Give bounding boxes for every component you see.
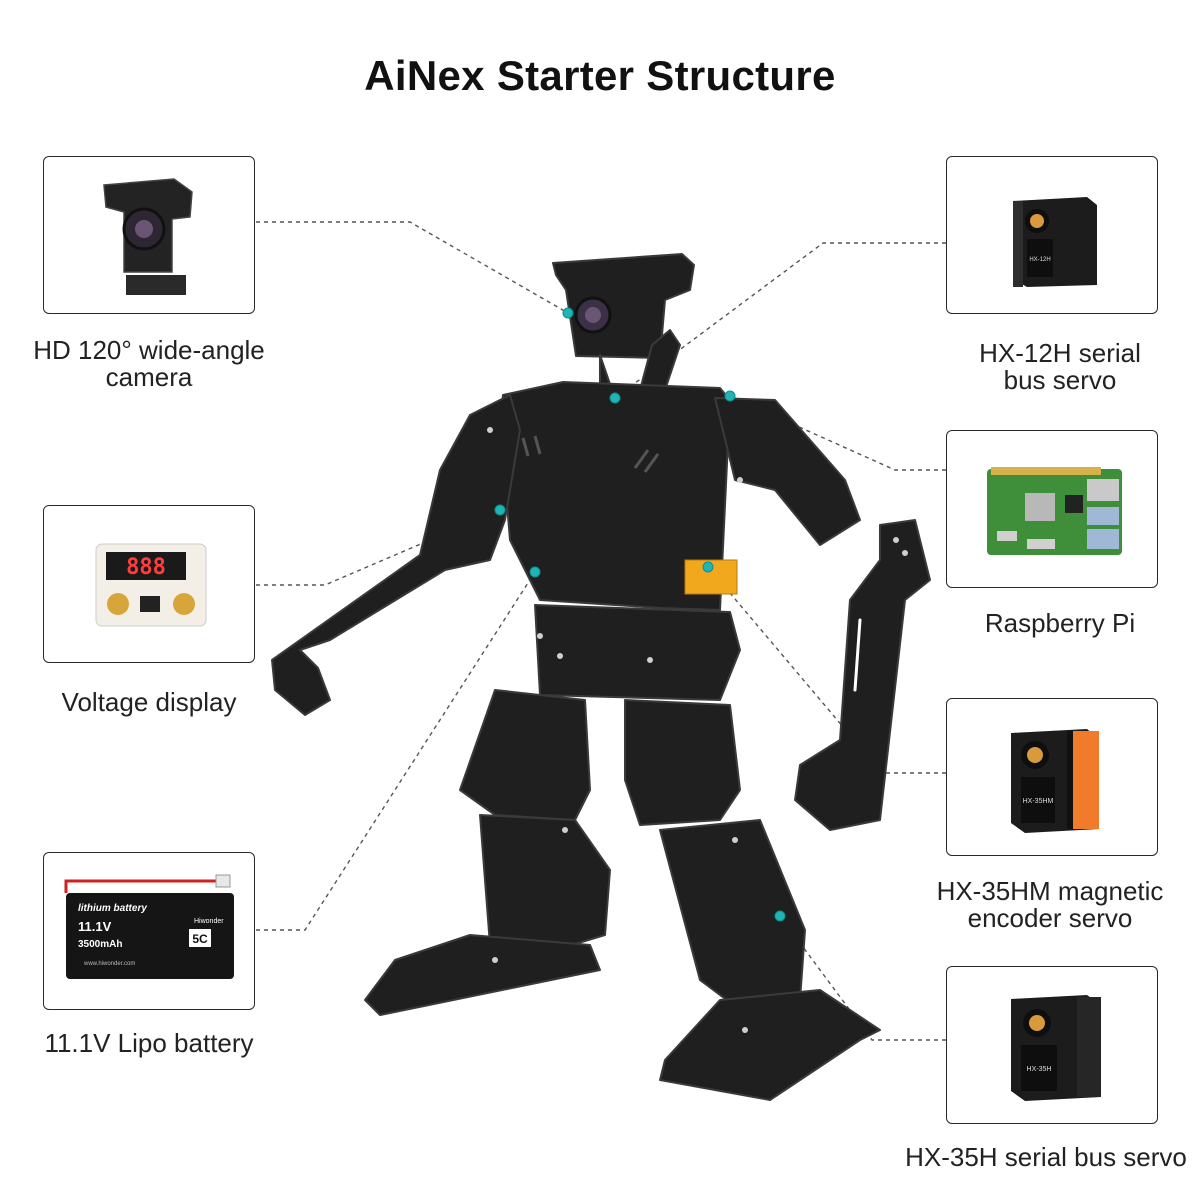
robot-left-thigh [459,689,591,821]
voltage-display-icon: 888 [95,543,207,627]
page-title: AiNex Starter Structure [364,52,836,99]
camera-label: HD 120° wide-angle camera [20,337,278,391]
robot-right-thigh [624,699,741,826]
servo-icon: HX-12H [1013,197,1097,287]
servo-35h-card: HX-35H [946,966,1158,1124]
camera-label-line2: camera [105,362,193,392]
servo-35hm-label-line1: HX-35HM magnetic [936,876,1164,906]
battery-site: www.hiwonder.com [83,961,135,967]
battery-capacity: 3500mAh [78,939,122,950]
robot-right-arm-lower [794,519,931,831]
robot-hips [534,604,741,701]
lipo-battery-icon: lithium battery 11.1V 3500mAh Hiwonder 5… [64,874,234,979]
servo-icon: HX-35H [1011,995,1101,1101]
leader-servo-35h [779,915,946,1041]
servo-12h-label: HX-12H serial bus servo [925,340,1195,394]
voltage-digits: 888 [126,555,166,580]
battery-brand: lithium battery [78,903,147,914]
robot-left-shin [479,814,611,951]
camera-label-line1: HD 120° wide-angle [33,335,265,365]
leader-camera [256,221,569,314]
battery-card: lithium battery 11.1V 3500mAh Hiwonder 5… [43,852,255,1010]
servo-12h-label-line1: HX-12H serial [979,338,1141,368]
camera-card [43,156,255,314]
battery-label: 11.1V Lipo battery [44,1028,254,1058]
battery-rate: 5C [192,932,208,946]
leader-battery [256,571,536,931]
servo-12h-label-line2: bus servo [1003,365,1117,395]
raspberry-card [946,430,1158,588]
robot-left-arm [271,394,521,716]
servo-icon: HX-35HM [1011,729,1099,833]
servo-35hm-model: HX-35HM [1023,798,1054,805]
battery-voltage: 11.1V [78,919,112,934]
robot-right-foot [659,989,881,1101]
servo-12h-card: HX-12H [946,156,1158,314]
raspberry-pi-icon [987,467,1122,555]
camera-icon [103,178,193,295]
voltage-card: 888 [43,505,255,663]
robot-left-foot [364,934,601,1016]
servo-12h-model: HX-12H [1029,257,1050,263]
servo-35h-label: HX-35H serial bus servo [905,1142,1187,1172]
leader-servo-12h [614,242,946,399]
raspberry-label: Raspberry Pi [984,608,1136,638]
servo-35hm-label-line2: encoder servo [967,903,1133,933]
servo-35hm-label: HX-35HM magnetic encoder servo [915,878,1185,932]
voltage-label: Voltage display [61,687,237,717]
robot-right-arm-upper [714,397,861,546]
servo-35h-model: HX-35H [1027,1066,1052,1073]
battery-maker: Hiwonder [194,918,224,925]
servo-35hm-card: HX-35HM [946,698,1158,856]
